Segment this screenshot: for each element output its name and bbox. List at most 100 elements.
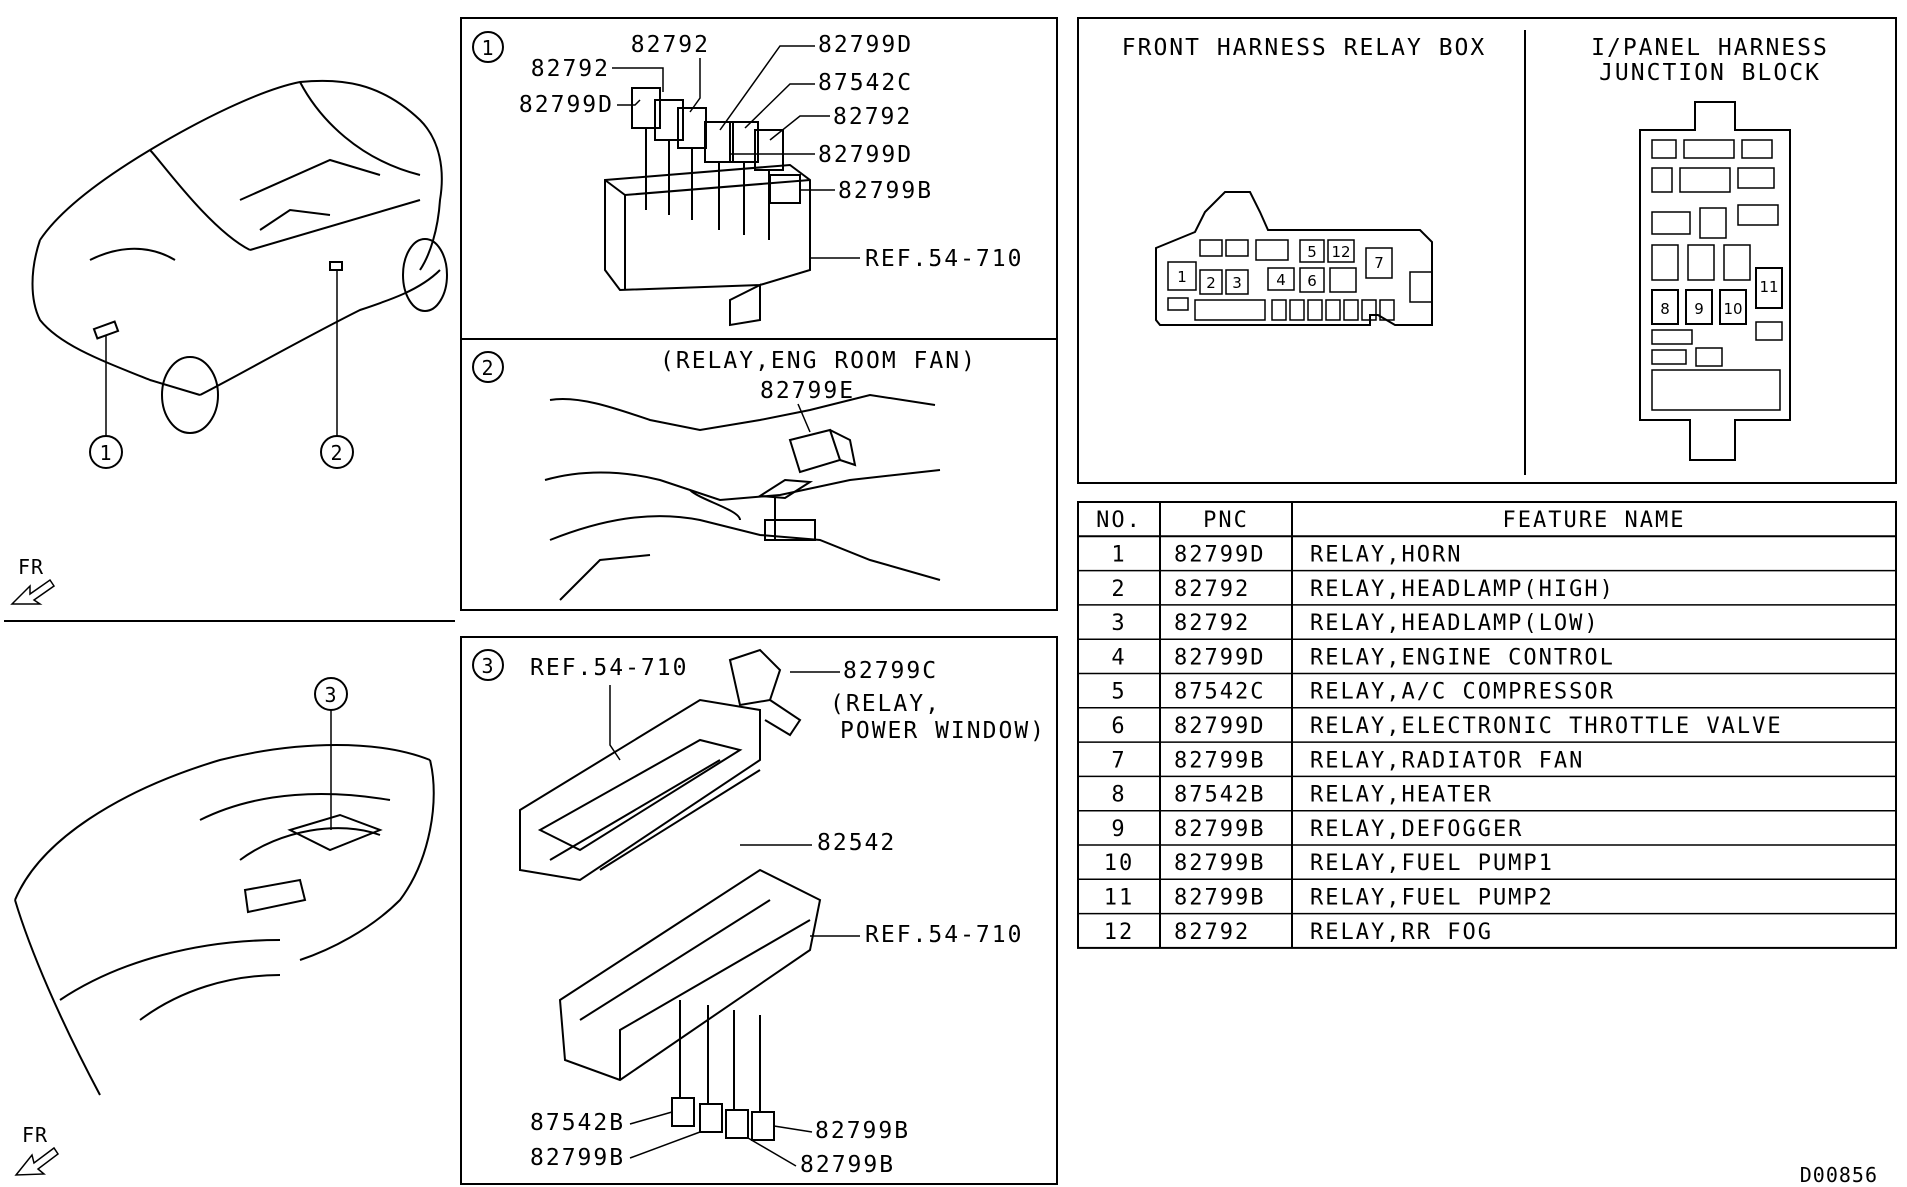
- callout-3: 3: [314, 677, 348, 711]
- label-ref-54-710-top: REF.54-710: [530, 655, 688, 681]
- label-ref-54-710: REF.54-710: [865, 246, 1023, 272]
- table-cell-feature: RELAY,HEADLAMP(LOW): [1310, 611, 1600, 636]
- table-cell-feature: RELAY,DEFOGGER: [1310, 817, 1523, 842]
- front-relay-box-title: FRONT HARNESS RELAY BOX: [1122, 35, 1487, 61]
- table-cell-pnc: 82792: [1174, 920, 1250, 945]
- ipanel-junction-block: 8 9 10 11: [1639, 101, 1791, 461]
- svg-text:1: 1: [99, 441, 112, 465]
- label-87542C: 87542C: [818, 70, 913, 96]
- svg-text:6: 6: [1307, 272, 1317, 290]
- label-82542: 82542: [817, 830, 896, 856]
- label-82799B-right: 82799B: [815, 1118, 910, 1144]
- svg-text:10: 10: [1723, 300, 1742, 318]
- panel-2-number: 2: [472, 351, 504, 383]
- table-cell-feature: RELAY,RADIATOR FAN: [1310, 748, 1584, 773]
- label-87542B: 87542B: [530, 1110, 625, 1136]
- table-row: 10 82799B RELAY,FUEL PUMP1: [1104, 851, 1554, 876]
- label-82799E: 82799E: [760, 378, 855, 404]
- svg-text:7: 7: [1374, 254, 1384, 272]
- ipanel-title-line1: I/PANEL HARNESS: [1591, 35, 1829, 61]
- svg-text:2: 2: [330, 441, 343, 465]
- panel-2-frame: [460, 338, 1058, 611]
- table-cell-feature: RELAY,FUEL PUMP2: [1310, 885, 1554, 910]
- table-cell-no: 10: [1104, 851, 1135, 876]
- relay-block-illustration: [604, 87, 811, 327]
- table-header-pnc: PNC: [1203, 508, 1249, 533]
- table-cell-no: 5: [1111, 680, 1126, 705]
- label-82799D-top: 82799D: [818, 32, 913, 58]
- table-cell-no: 8: [1111, 783, 1126, 808]
- table-row: 2 82792 RELAY,HEADLAMP(HIGH): [1111, 577, 1615, 602]
- caption-eng-room-fan: (RELAY,ENG ROOM FAN): [660, 348, 977, 374]
- table-cell-feature: RELAY,HEADLAMP(HIGH): [1310, 577, 1615, 602]
- svg-text:5: 5: [1307, 243, 1317, 261]
- fan-relay-illustration: [544, 393, 941, 601]
- table-cell-no: 4: [1111, 645, 1126, 670]
- panel-3-leaders: [609, 671, 860, 1167]
- leader-line: [797, 403, 811, 433]
- svg-text:1: 1: [1177, 268, 1187, 286]
- car-illustration: [31, 79, 448, 434]
- panel-3-frame: [460, 636, 1058, 1185]
- table-cell-no: 6: [1111, 714, 1126, 739]
- fr-arrow-top: FR: [10, 555, 56, 605]
- ipanel-title-line2: JUNCTION BLOCK: [1599, 60, 1821, 86]
- label-82792-right: 82792: [833, 104, 912, 130]
- table-header-feature: FEATURE NAME: [1503, 508, 1686, 533]
- svg-text:FR: FR: [22, 1123, 48, 1147]
- panel-1-leaders: [612, 45, 860, 259]
- table-cell-no: 3: [1111, 611, 1126, 636]
- table-header-no: NO.: [1096, 508, 1142, 533]
- svg-text:12: 12: [1331, 243, 1350, 261]
- table-cell-no: 7: [1111, 748, 1126, 773]
- table-row: 8 87542B RELAY,HEATER: [1111, 783, 1493, 808]
- table-cell-pnc: 82799D: [1174, 714, 1265, 739]
- table-cell-no: 2: [1111, 577, 1126, 602]
- table-cell-feature: RELAY,HORN: [1310, 542, 1462, 567]
- table-cell-pnc: 82799B: [1174, 851, 1265, 876]
- relay-table: NO. PNC FEATURE NAME 1 82799D RELAY,HORN 2 8279…: [1077, 501, 1897, 949]
- svg-text:3: 3: [324, 683, 337, 707]
- table-row: 9 82799B RELAY,DEFOGGER: [1111, 817, 1523, 842]
- table-cell-pnc: 87542B: [1174, 783, 1265, 808]
- svg-text:1: 1: [481, 36, 494, 60]
- relay-location-frame: [1077, 17, 1897, 484]
- label-82792-top: 82792: [631, 32, 710, 58]
- table-cell-pnc: 82799D: [1174, 645, 1265, 670]
- svg-text:2: 2: [1206, 274, 1216, 292]
- svg-text:FR: FR: [18, 555, 44, 579]
- panel-1-number: 1: [472, 31, 504, 63]
- table-cell-pnc: 82799B: [1174, 748, 1265, 773]
- label-82799B-bottom: 82799B: [800, 1152, 895, 1178]
- table-cell-pnc: 82799B: [1174, 817, 1265, 842]
- table-cell-feature: RELAY,ENGINE CONTROL: [1310, 645, 1615, 670]
- label-82799D-left: 82799D: [519, 92, 614, 118]
- label-82799B-left: 82799B: [530, 1145, 625, 1171]
- svg-text:3: 3: [481, 654, 494, 678]
- table-cell-feature: RELAY,HEATER: [1310, 783, 1493, 808]
- junction-block-illustration: [519, 648, 822, 1141]
- label-82799C: 82799C: [843, 658, 938, 684]
- callout-1: 1: [89, 435, 123, 469]
- table-frame: [1077, 501, 1897, 949]
- svg-text:2: 2: [481, 356, 494, 380]
- label-82799B: 82799B: [838, 178, 933, 204]
- label-82792-left: 82792: [531, 56, 610, 82]
- front-relay-box: 1 2 3 4 5 6 7 12: [1155, 191, 1433, 326]
- table-cell-feature: RELAY,A/C COMPRESSOR: [1310, 680, 1615, 705]
- table-cell-no: 11: [1104, 885, 1135, 910]
- table-cell-no: 1: [1111, 542, 1126, 567]
- caption-power-window-1: (RELAY,: [830, 691, 941, 717]
- table-cell-pnc: 82792: [1174, 577, 1250, 602]
- table-row: 4 82799D RELAY,ENGINE CONTROL: [1111, 645, 1615, 670]
- dashboard-illustration: [14, 744, 435, 1096]
- table-cell-feature: RELAY,FUEL PUMP1: [1310, 851, 1554, 876]
- svg-text:3: 3: [1232, 274, 1242, 292]
- svg-text:8: 8: [1660, 300, 1670, 318]
- table-cell-no: 9: [1111, 817, 1126, 842]
